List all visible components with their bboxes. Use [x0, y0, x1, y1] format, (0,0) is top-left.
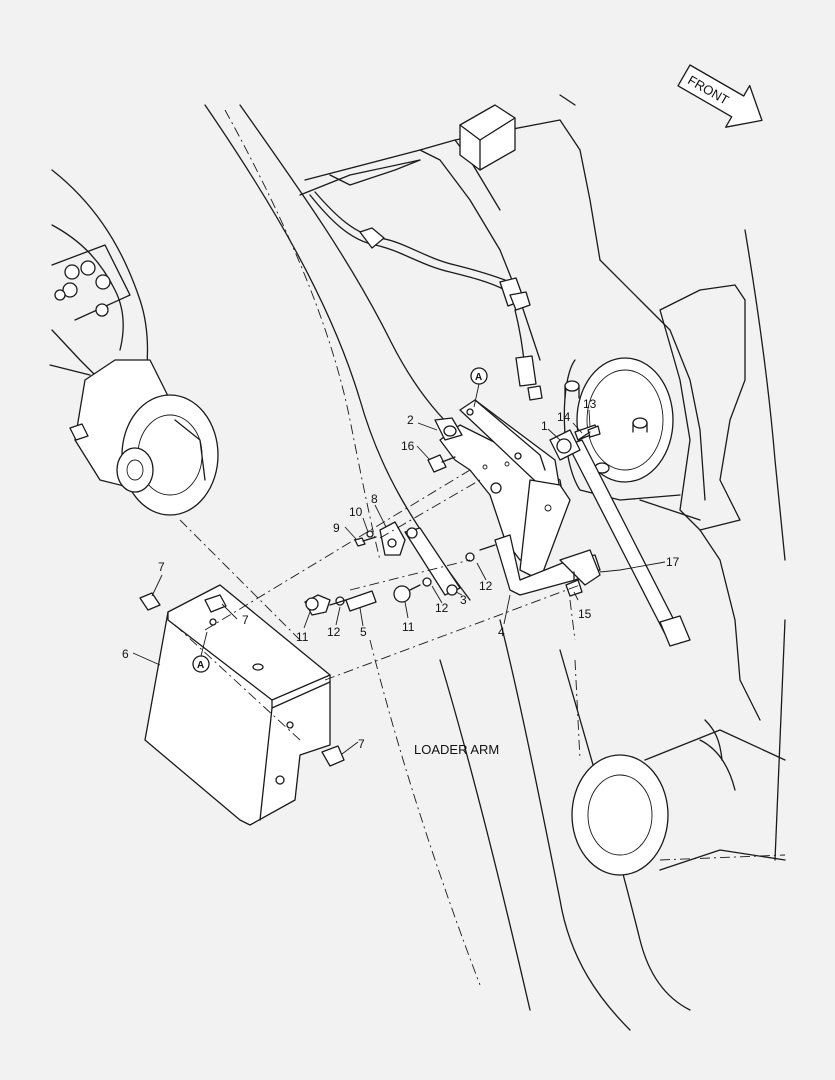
- callout-5: 5: [360, 625, 367, 639]
- callout-12-left: 12: [327, 625, 341, 639]
- callout-9: 9: [333, 521, 340, 535]
- callout-16: 16: [401, 439, 415, 453]
- sensor-rod: [549, 424, 691, 647]
- callout-10: 10: [349, 505, 363, 519]
- svg-text:A: A: [475, 372, 482, 383]
- callout-7-top: 7: [158, 560, 165, 574]
- reference-marker-a-top: A: [470, 367, 488, 408]
- callout-7-cover: 7: [242, 613, 249, 627]
- callout-7-bottom: 7: [358, 737, 365, 751]
- reference-marker-a-cover: A: [192, 631, 210, 673]
- cover-part-6: [139, 584, 345, 826]
- callout-4: 4: [498, 625, 505, 639]
- callout-12-middle: 12: [435, 601, 449, 615]
- callout-6: 6: [122, 647, 129, 661]
- bracket-part-8: [379, 521, 406, 556]
- mounting-bracket: [439, 399, 601, 596]
- loader-arm-structure: [49, 94, 786, 1031]
- callout-15: 15: [578, 607, 592, 621]
- lever-arm: [404, 527, 461, 596]
- leader-lines: [132, 409, 666, 755]
- callout-17: 17: [666, 555, 680, 569]
- callout-8: 8: [371, 492, 378, 506]
- clamp-part-2: [434, 417, 463, 441]
- callout-12-right: 12: [479, 579, 493, 593]
- callout-14: 14: [557, 410, 571, 424]
- svg-text:A: A: [197, 660, 204, 671]
- callout-2: 2: [407, 413, 414, 427]
- callout-13: 13: [583, 397, 597, 411]
- callout-11-left: 11: [296, 630, 309, 644]
- front-arrow: FRONT: [677, 64, 763, 128]
- callouts: 1 2 3 4 5 6 7 7 7 8 9 10 11 11 12 12 12 …: [122, 397, 680, 751]
- hardware: [304, 425, 601, 616]
- loader-arm-label: LOADER ARM: [414, 742, 499, 757]
- callout-11-right: 11: [402, 620, 415, 634]
- callout-1: 1: [541, 419, 548, 433]
- centerlines: [174, 469, 581, 761]
- callout-3: 3: [460, 593, 467, 607]
